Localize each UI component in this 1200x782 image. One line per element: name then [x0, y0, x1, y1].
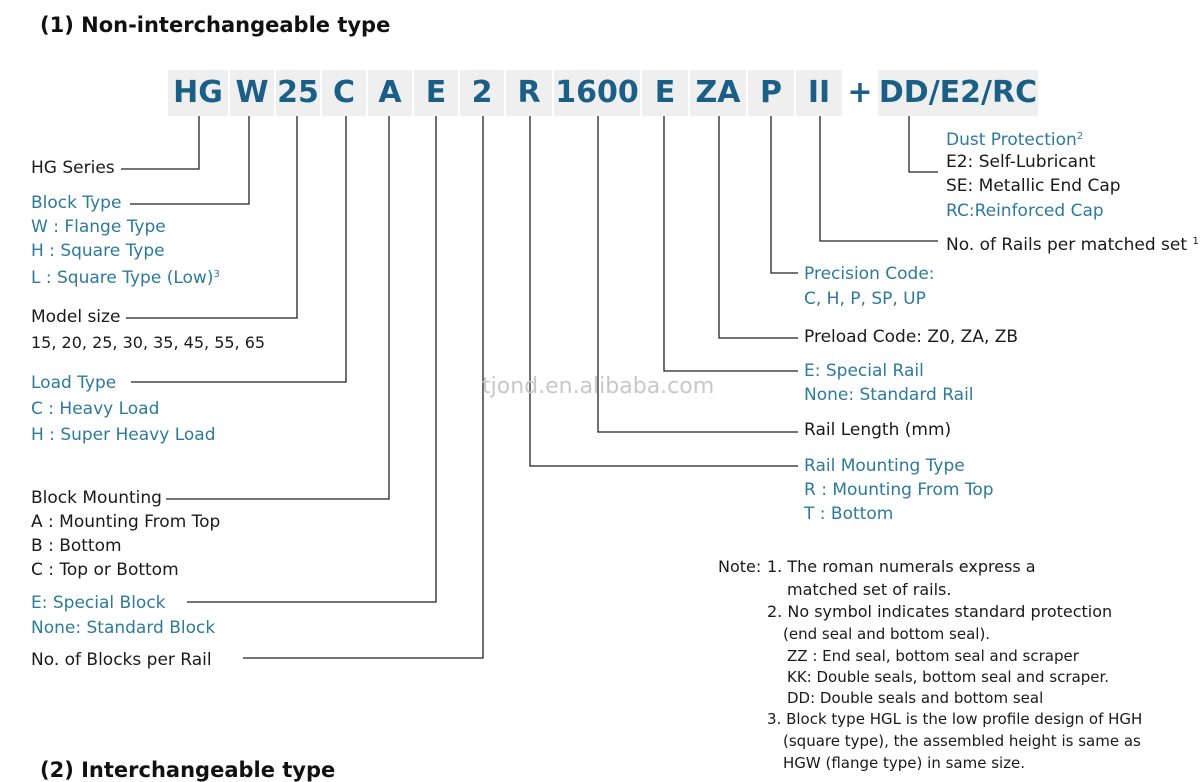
code-c: C	[322, 70, 366, 116]
label-a-top: A : Mounting From Top	[31, 512, 221, 532]
label-load-type: Load Type	[31, 373, 117, 393]
notes-label: Note:	[718, 557, 762, 576]
label-l-square: L : Square Type (Low)3	[31, 268, 220, 288]
code-size: 25	[276, 70, 320, 116]
label-w-flange: W : Flange Type	[31, 217, 166, 237]
label-model-size: Model size	[31, 307, 121, 327]
label-model-sizes: 15, 20, 25, 30, 35, 45, 55, 65	[31, 333, 266, 352]
leader-p	[770, 116, 798, 274]
leader-e-rail	[663, 116, 798, 372]
label-none-standard-block: None: Standard Block	[31, 618, 216, 638]
code-r: R	[506, 70, 552, 116]
label-dust-protection: Dust Protection2	[946, 130, 1084, 150]
label-e2-self: E2: Self-Lubricant	[946, 152, 1096, 172]
code-p: P	[748, 70, 794, 116]
note-2b: (end seal and bottom seal).	[783, 625, 991, 643]
label-t-bottom: T : Bottom	[804, 504, 894, 524]
label-rails-per-set: No. of Rails per matched set 1	[946, 235, 1199, 255]
label-h-super: H : Super Heavy Load	[31, 425, 216, 445]
label-b-bottom: B : Bottom	[31, 536, 122, 556]
leader-a	[166, 116, 390, 500]
leader-w	[130, 116, 250, 205]
label-r-top: R : Mounting From Top	[804, 480, 994, 500]
code-plus: +	[847, 75, 873, 110]
code-hg: HG	[168, 70, 228, 116]
note-3b: (square type), the assembled height is s…	[783, 732, 1141, 750]
code-e: E	[414, 70, 458, 116]
label-e-special-rail: E: Special Rail	[804, 361, 924, 381]
code-2: 2	[460, 70, 504, 116]
label-c-topbottom: C : Top or Bottom	[31, 560, 179, 580]
label-h-square: H : Square Type	[31, 241, 165, 261]
label-blocks-per-rail: No. of Blocks per Rail	[31, 650, 212, 670]
code-dust: DD/E2/RC	[878, 70, 1038, 116]
code-za: ZA	[690, 70, 746, 116]
note-2c: ZZ : End seal, bottom seal and scraper	[787, 647, 1079, 665]
leader-length	[597, 116, 798, 433]
code-length: 1600	[554, 70, 640, 116]
label-rail-mounting: Rail Mounting Type	[804, 456, 965, 476]
label-rail-length: Rail Length (mm)	[804, 420, 952, 440]
note-2e: DD: Double seals and bottom seal	[787, 689, 1044, 707]
note-2a: 2. No symbol indicates standard protecti…	[767, 602, 1113, 621]
label-rc-reinforced: RC:Reinforced Cap	[946, 201, 1104, 221]
leader-e	[187, 116, 437, 603]
note-3a: 3. Block type HGL is the low profile des…	[767, 710, 1143, 728]
section-heading-1: (1) Non-interchangeable type	[40, 13, 391, 37]
note-2d: KK: Double seals, bottom seal and scrape…	[787, 668, 1110, 686]
code-w: W	[230, 70, 274, 116]
leader-za	[718, 116, 798, 339]
label-c-heavy: C : Heavy Load	[31, 399, 160, 419]
leader-ii	[819, 116, 938, 242]
code-e2: E	[642, 70, 688, 116]
note-1b: matched set of rails.	[787, 580, 952, 599]
label-none-standard-rail: None: Standard Rail	[804, 385, 974, 405]
code-ii: II	[796, 70, 842, 116]
label-precision-code: Precision Code:	[804, 264, 935, 284]
leader-hg	[121, 116, 200, 170]
watermark: tjond.en.alibaba.com	[482, 374, 715, 399]
code-a: A	[368, 70, 412, 116]
label-e-special-block: E: Special Block	[31, 593, 166, 613]
note-1a: 1. The roman numerals express a	[767, 557, 1036, 576]
label-preload-code: Preload Code: Z0, ZA, ZB	[804, 327, 1019, 347]
label-block-type: Block Type	[31, 193, 122, 213]
note-3c: HGW (flange type) in same size.	[783, 754, 1026, 772]
label-hg-series: HG Series	[31, 158, 115, 178]
label-block-mounting: Block Mounting	[31, 488, 162, 508]
leader-r	[529, 116, 798, 467]
label-se-metal: SE: Metallic End Cap	[946, 176, 1121, 196]
leader-size	[126, 116, 298, 319]
leader-dust	[908, 116, 938, 173]
leader-2	[243, 116, 484, 659]
leader-c	[131, 116, 347, 383]
label-precision-values: C, H, P, SP, UP	[804, 289, 926, 309]
